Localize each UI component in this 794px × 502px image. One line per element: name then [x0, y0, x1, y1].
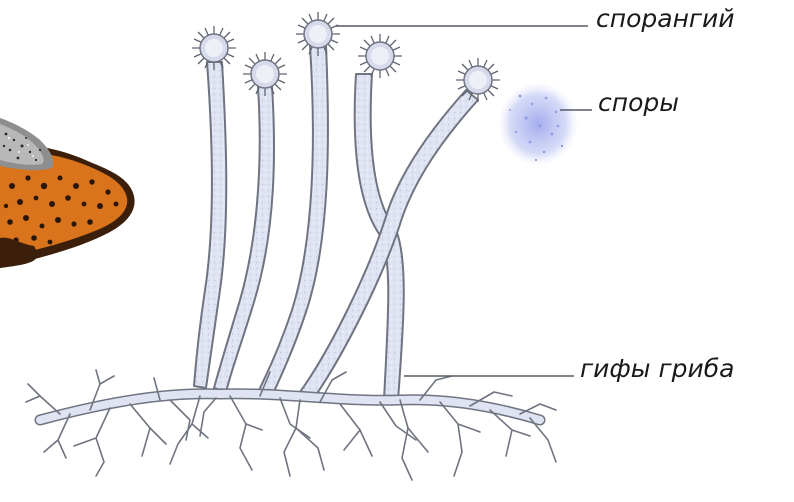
sporangiophores — [194, 46, 478, 400]
spore-cloud — [498, 82, 578, 166]
stalk-1 — [194, 62, 226, 388]
sporangium-head-1 — [192, 26, 236, 70]
bread-piece — [0, 118, 135, 268]
mold-growth — [0, 118, 53, 170]
sporangium-head-2 — [243, 52, 287, 96]
sporangium-head-3 — [296, 12, 340, 56]
sporangium-head-5 — [456, 58, 500, 102]
mycelium-roots — [26, 370, 556, 480]
label-sporangium: спорангий — [596, 4, 735, 33]
label-spores: споры — [598, 88, 679, 117]
sporangium-head-4 — [358, 34, 402, 78]
label-hyphae: гифы гриба — [580, 354, 734, 383]
